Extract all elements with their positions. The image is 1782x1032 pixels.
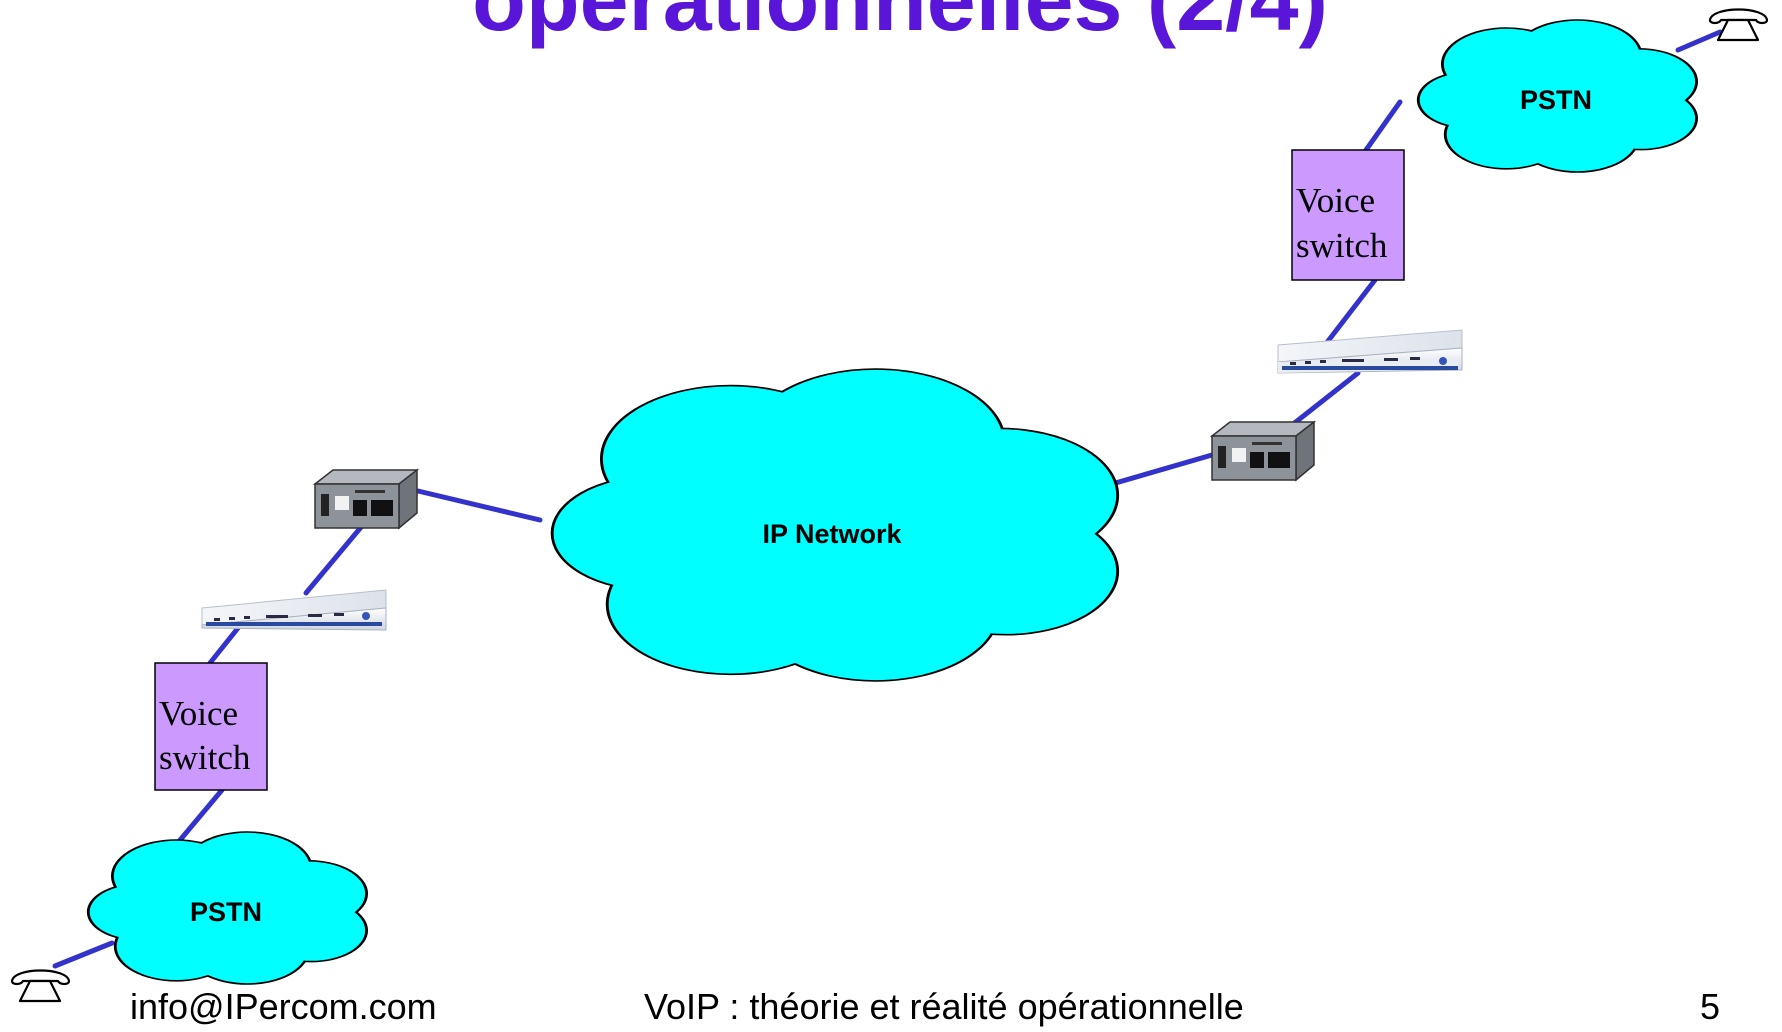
pstn-cloud-top: PSTN (1420, 21, 1695, 171)
voice-switch-top-line2: switch (1296, 226, 1388, 265)
voice-switch-bottom: Voice switch (154, 662, 268, 791)
gateway-box-top (1209, 420, 1317, 482)
link-gateway-top-ipnet (1109, 452, 1215, 487)
link-pstn-bottom-phone (52, 940, 115, 969)
voice-switch-top-line1: Voice (1296, 181, 1375, 220)
voice-switch-bottom-line1: Voice (159, 694, 238, 733)
voice-switch-top: Voice switch (1291, 149, 1405, 281)
rack-unit-top (1277, 329, 1463, 374)
ip-network-label: IP Network (762, 519, 902, 549)
link-lines (52, 29, 1723, 969)
pstn-top-label: PSTN (1520, 85, 1592, 115)
voice-switch-bottom-line2: switch (159, 738, 251, 777)
rack-unit-bottom (201, 589, 387, 631)
slide-title: opérationnelles (2/4) (472, 0, 1328, 49)
link-pstn-top-switch (1363, 99, 1403, 153)
link-phone-top-pstn (1675, 29, 1723, 53)
footer-page-number: 5 (1700, 986, 1721, 1027)
link-rack-top-gateway (1289, 370, 1361, 428)
telephone-icon-bottom (10, 969, 71, 1003)
link-switch-top-rack (1322, 277, 1378, 348)
footer-center-title: VoIP : théorie et réalité opérationnelle (644, 986, 1244, 1027)
pstn-bottom-label: PSTN (190, 897, 262, 927)
telephone-icon-top (1708, 8, 1769, 42)
link-gateway-bottom-ipnet (415, 488, 543, 523)
footer-email: info@IPercom.com (130, 986, 437, 1027)
ip-network-cloud: IP Network (554, 370, 1117, 680)
gateway-box-bottom (312, 468, 420, 530)
link-rack-bottom-switch (207, 625, 241, 666)
link-gateway-bottom-rack (303, 523, 365, 596)
pstn-cloud-bottom: PSTN (90, 833, 365, 983)
